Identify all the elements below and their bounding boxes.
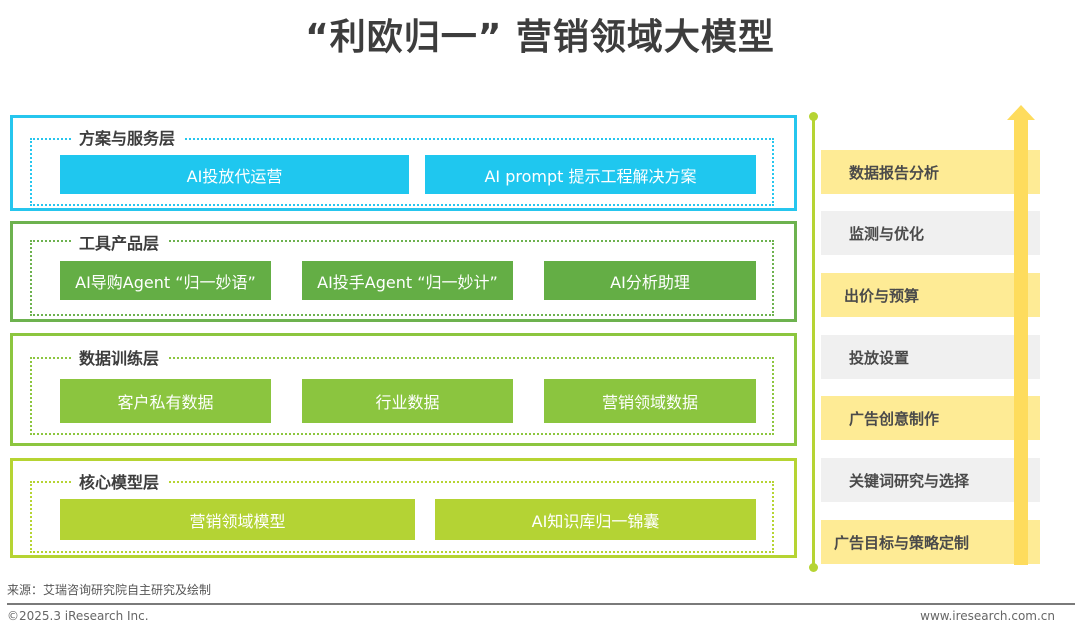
workflow-step: 广告目标与策略定制 [821,520,1040,564]
layer-label: 方案与服务层 [71,129,184,149]
layer-item: AI投手Agent “归一妙计” [302,261,513,300]
layer-item: 营销领域模型 [60,499,415,540]
workflow-step: 监测与优化 [821,211,1040,255]
layer-frame [30,357,774,435]
source-note: 来源：艾瑞咨询研究院自主研究及绘制 [7,583,212,597]
layer-label: 数据训练层 [71,349,168,369]
layer-frame [30,240,774,316]
page-title: “利欧归一” 营销领域大模型 [305,17,775,58]
footer-divider [7,603,1075,605]
layer-item: AI投放代运营 [60,155,409,194]
workflow-step: 投放设置 [821,335,1040,379]
workflow-step: 关键词研究与选择 [821,458,1040,502]
workflow-step: 出价与预算 [821,273,1040,317]
layer-label: 核心模型层 [71,473,168,493]
layer-item: AI分析助理 [544,261,756,300]
website-link[interactable]: www.iresearch.com.cn [920,609,1055,623]
layer-solution-service: 方案与服务层 AI投放代运营 AI prompt 提示工程解决方案 [10,115,797,211]
layer-data-training: 数据训练层 客户私有数据 行业数据 营销领域数据 [10,333,797,446]
layer-item: AI知识库归一锦囊 [435,499,756,540]
layer-tool-product: 工具产品层 AI导购Agent “归一妙语” AI投手Agent “归一妙计” … [10,221,797,322]
layer-item: 营销领域数据 [544,379,756,423]
layer-item: AI prompt 提示工程解决方案 [425,155,756,194]
layer-label: 工具产品层 [71,234,168,254]
layer-frame [30,138,774,206]
layer-item: AI导购Agent “归一妙语” [60,261,271,300]
layer-core-model: 核心模型层 营销领域模型 AI知识库归一锦囊 [10,458,797,558]
timeline-line [812,116,815,567]
layer-item: 行业数据 [302,379,513,423]
timeline-dot-top [809,112,818,121]
workflow-step: 广告创意制作 [821,396,1040,440]
timeline-dot-bottom [809,563,818,572]
workflow-step: 数据报告分析 [821,150,1040,194]
layer-item: 客户私有数据 [60,379,271,423]
up-arrow-icon [1007,105,1035,120]
layer-frame [30,481,774,553]
up-arrow-shaft [1014,119,1028,565]
copyright: ©2025.3 iResearch Inc. [7,609,149,623]
